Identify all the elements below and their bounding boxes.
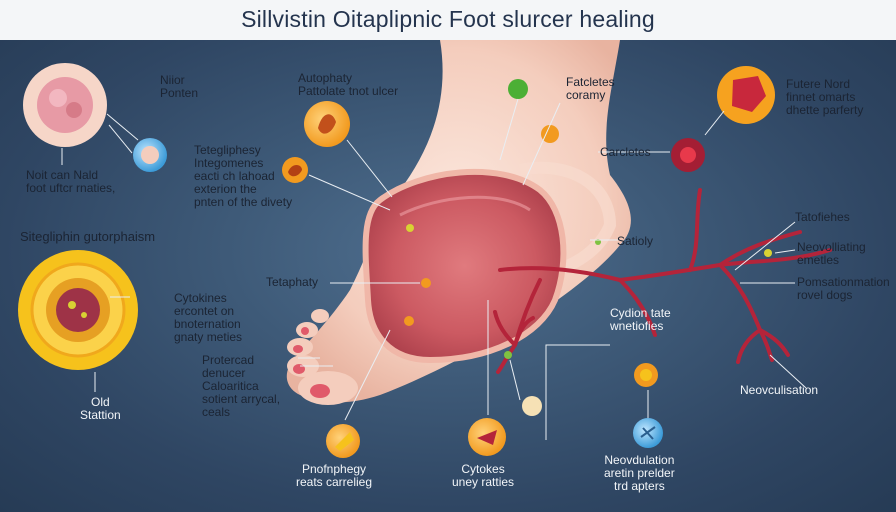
label-neovculisation: Neovculisation bbox=[740, 383, 819, 397]
label-carcletes: Carcletes bbox=[600, 145, 651, 159]
label-tetaphaty: Tetaphaty bbox=[266, 275, 319, 289]
tetegliphesy-icon bbox=[282, 157, 308, 183]
label-niior: Niior Ponten bbox=[160, 73, 199, 100]
label-tetegliphesy: Tetegliphesy Integomenes eacti ch lahoad… bbox=[194, 143, 293, 209]
label-cytokes: Cytokes uney ratties bbox=[452, 462, 515, 489]
label-prophephy: Pnofnphegy reats carrelieg bbox=[296, 462, 373, 489]
header-bar: Sillvistin Oitaplipnic Foot slurcer heal… bbox=[0, 0, 896, 40]
prophephy-icon bbox=[326, 424, 360, 458]
niior-cell bbox=[23, 63, 107, 147]
label-stegliphin: Sitegliphin gutorphaism bbox=[20, 229, 156, 244]
futere-cell bbox=[717, 66, 775, 124]
leader-lines bbox=[61, 98, 807, 440]
label-pomsationmation: Pomsationmation rovel dogs bbox=[797, 275, 890, 302]
label-noit-can-nald: Noit can Nald foot uftcr rnaties, bbox=[26, 168, 116, 195]
label-autophaty: Autophaty Pattolate tnot ulcer bbox=[298, 71, 399, 98]
blood-vessels bbox=[493, 188, 832, 374]
label-futere-nord: Futere Nord finnet omarts dhette parfert… bbox=[786, 77, 864, 117]
diagram-title: Sillvistin Oitaplipnic Foot slurcer heal… bbox=[241, 6, 655, 32]
small-blue-cell bbox=[133, 138, 167, 172]
cydion-icon bbox=[634, 363, 658, 387]
cytokes-icon bbox=[468, 418, 506, 456]
small-dots bbox=[504, 239, 772, 416]
ulcer-wound bbox=[362, 168, 567, 364]
label-cydion-tate: Cydion tate wnetiofies bbox=[610, 306, 671, 333]
label-neovolliating: Neovolliating emetles bbox=[797, 240, 866, 267]
stegliphin-cell bbox=[18, 250, 138, 370]
necvdulation-icon bbox=[633, 418, 663, 448]
label-fatcletes: Fatcletes coramy bbox=[566, 75, 615, 102]
label-old-stattion: Old Stattion bbox=[80, 395, 121, 422]
fatcletes-icons bbox=[508, 79, 559, 143]
autophaty-icon bbox=[304, 101, 350, 147]
label-protercad: Protercad denucer Caloaritica sotient ar… bbox=[202, 353, 281, 419]
label-tatofiehes: Tatofiehes bbox=[795, 210, 850, 224]
label-satioly: Satioly bbox=[617, 234, 654, 248]
label-necvdulation: Neovdulation aretin prelder trd apters bbox=[604, 453, 675, 493]
carcletes-cell bbox=[671, 138, 705, 172]
label-cytokines: Cytokines ercontet on bnoternation gnaty… bbox=[174, 291, 243, 344]
